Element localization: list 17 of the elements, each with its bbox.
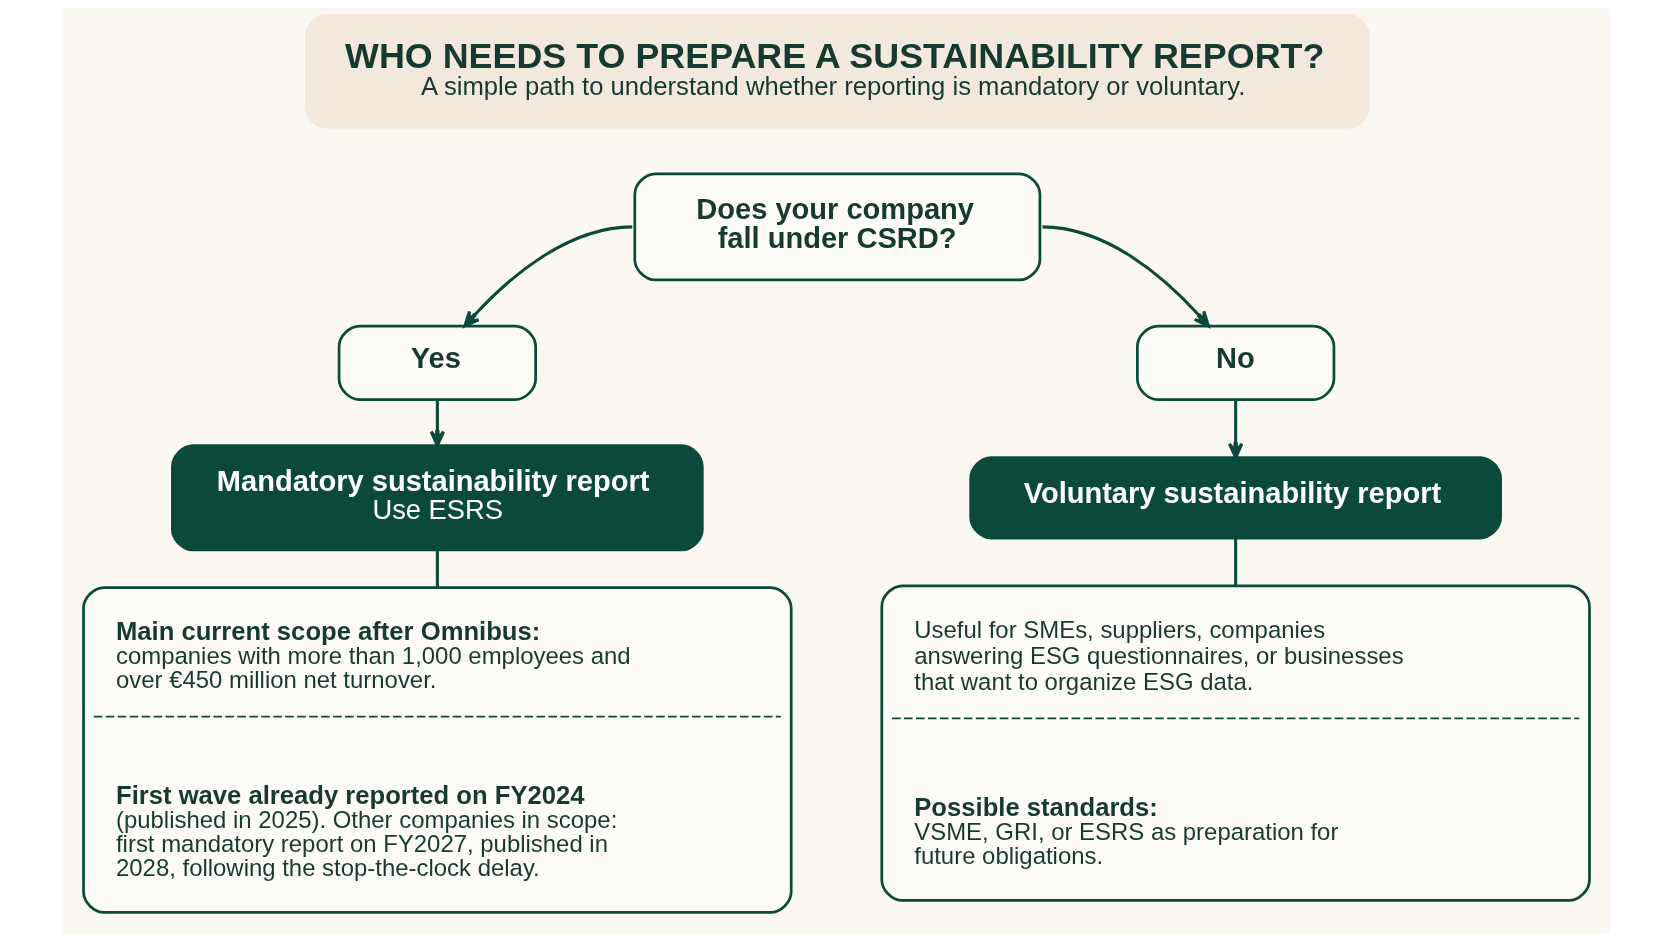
node-box: Yes [337, 324, 537, 401]
node-text: First wave already reported on FY2024 (published in 2025). Other companies in scope: first mandatory report on FY2027, published in 2028, following the stop-the-clock delay. [115, 780, 617, 881]
cluster [879, 584, 1591, 902]
arrow [429, 399, 445, 447]
node-text: Possible standards: VSME, GRI, or ESRS as preparation for future obligations. [913, 792, 1338, 869]
node-box: Voluntary sustainability report [968, 456, 1502, 540]
node-box: Mandatory sustainability report Use ESRS [170, 444, 704, 552]
node-box: No [1135, 324, 1335, 401]
node-box: Does your company fall under CSRD? [632, 172, 1041, 282]
node-text: Main current scope after Omnibus: companies with more than 1,000 employees and over €450 million net turnover. [115, 616, 631, 693]
node-text: Useful for SMEs, suppliers, companies answering ESG questionnaires, or businesses that want to organize ESG data. [913, 616, 1404, 695]
connector [435, 550, 439, 588]
arrow [462, 225, 632, 328]
arrow [1041, 225, 1210, 328]
cluster [81, 586, 793, 914]
connector [1233, 538, 1237, 586]
arrow [1227, 399, 1243, 460]
